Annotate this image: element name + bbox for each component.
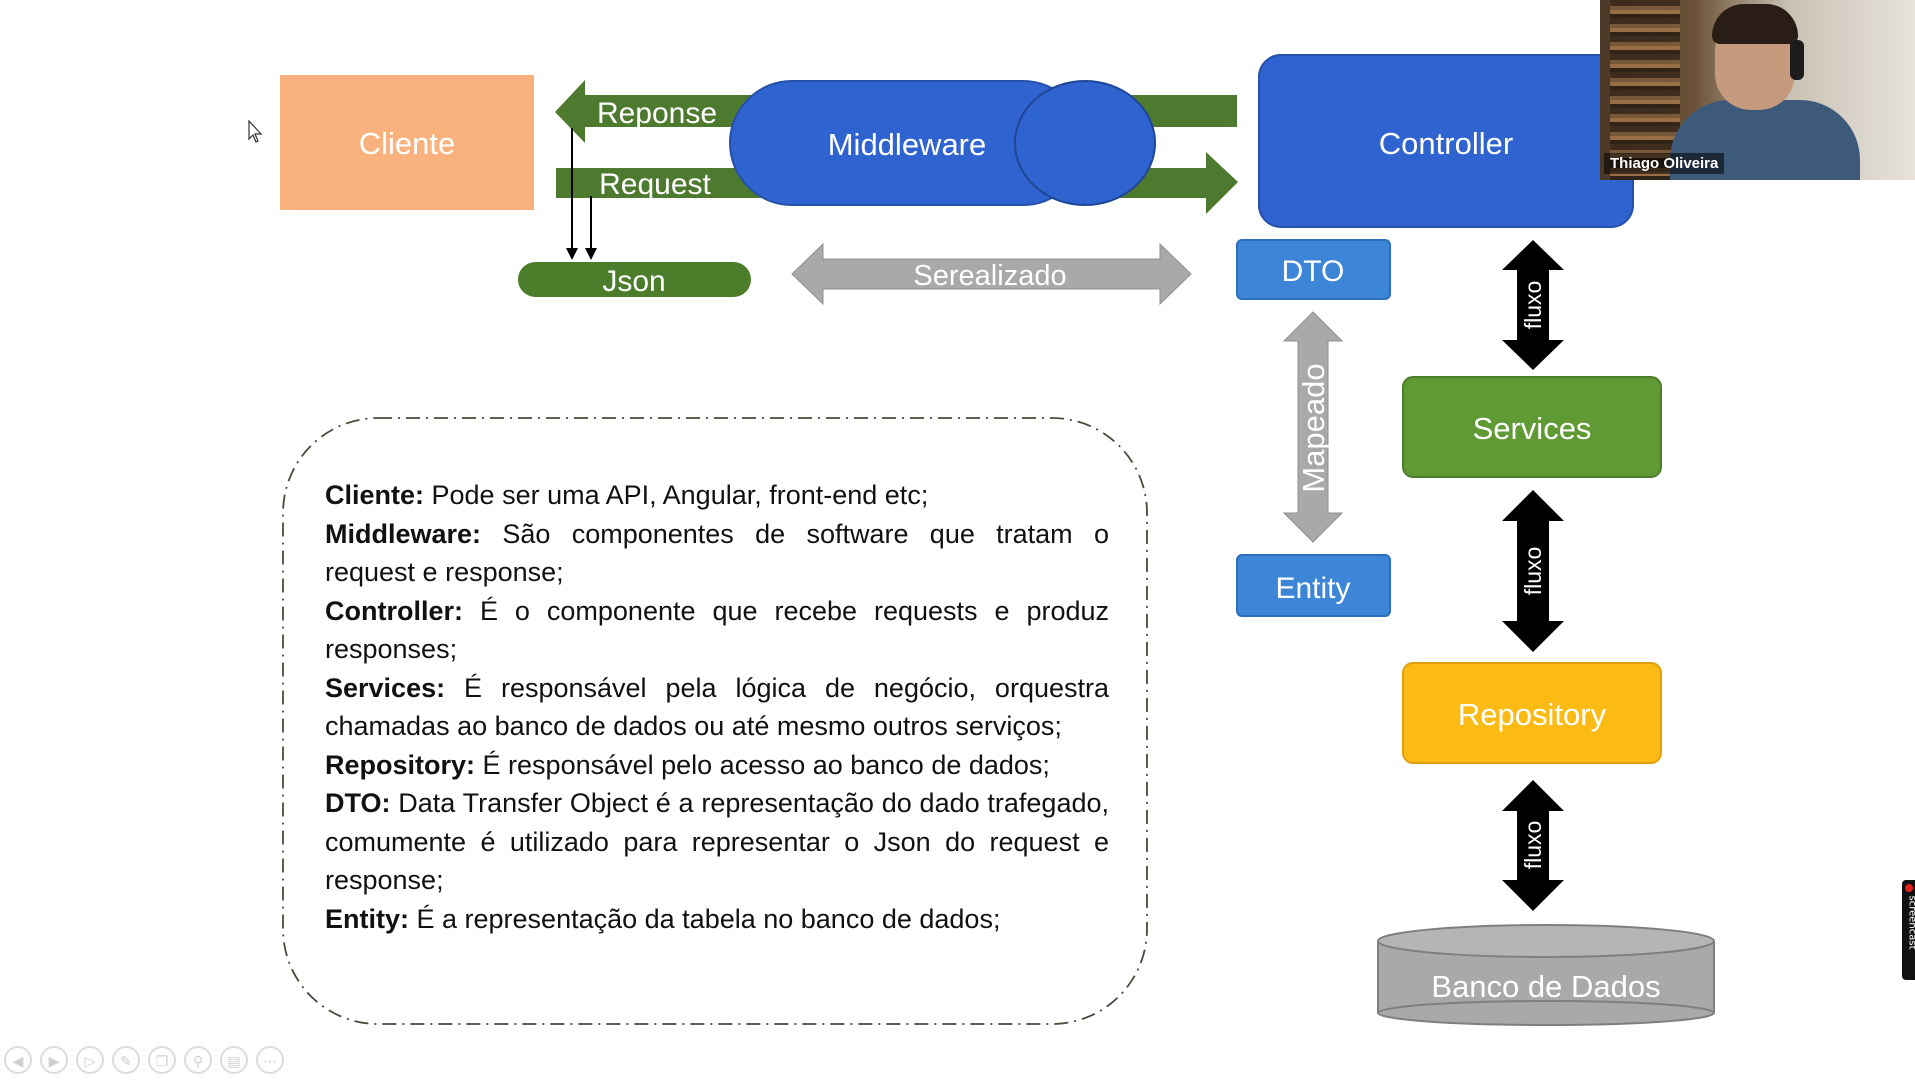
description-border [282,417,1148,1025]
repository-label: Repository [1458,697,1607,732]
dto-label: DTO [1282,255,1345,288]
fluxo-arrow-controller-services: fluxo [1502,240,1564,370]
middleware-node: Middleware [729,80,1156,206]
description-box: Cliente: Pode ser uma API, Angular, fron… [281,416,1149,1026]
desc-controller: Controller: É o componente que recebe re… [325,595,1109,665]
mapeado-label: Mapeado [1296,363,1331,492]
description-text: Cliente: Pode ser uma API, Angular, fron… [325,476,1109,938]
more-icon[interactable]: ⋯ [256,1046,284,1074]
slideshow-toolbar: ◀ ▶ ▷ ✎ ❐ ⚲ ▤ ⋯ [4,1046,284,1076]
fluxo-arrow-services-repository: fluxo [1502,490,1564,652]
desc-entity: Entity: É a representação da tabela no b… [325,903,1001,934]
play-icon[interactable]: ▷ [76,1046,104,1074]
middleware-label: Middleware [828,127,987,162]
record-dot-icon [1905,884,1913,892]
cliente-node: Cliente [280,75,534,210]
controller-node: Controller [1258,54,1634,228]
desc-services: Services: É responsável pela lógica de n… [325,672,1109,742]
services-node: Services [1402,376,1662,478]
repository-node: Repository [1402,662,1662,764]
serealizado-arrow: Serealizado [791,242,1192,306]
services-label: Services [1473,411,1592,446]
mouse-cursor-icon [248,120,263,143]
controller-label: Controller [1379,126,1513,161]
copy-icon[interactable]: ❐ [148,1046,176,1074]
headset-icon [1790,40,1804,80]
json-label: Json [602,265,665,298]
back-icon[interactable]: ◀ [4,1046,32,1074]
dto-node: DTO [1236,239,1391,300]
recorder-label: screencast [1906,895,1915,950]
serealizado-label: Serealizado [913,260,1066,292]
presenter-hair [1712,4,1798,44]
forward-icon[interactable]: ▶ [40,1046,68,1074]
cliente-label: Cliente [359,126,456,161]
mapeado-arrow: Mapeado [1282,311,1344,543]
entity-node: Entity [1236,554,1391,617]
webcam-video: Thiago Oliveira [1600,0,1915,180]
reponse-label: Reponse [597,97,717,130]
entity-label: Entity [1275,572,1350,605]
desc-repository: Repository: É responsável pelo acesso ao… [325,749,1050,780]
fluxo-label-1: fluxo [1520,281,1546,330]
recorder-tab[interactable]: screencast [1902,880,1915,980]
fluxo-arrow-repository-banco: fluxo [1502,780,1564,911]
presenter-name: Thiago Oliveira [1604,153,1725,174]
banco-label: Banco de Dados [1431,969,1660,1004]
desc-middleware: Middleware: São componentes de software … [325,518,1109,588]
json-node: Json [518,262,751,298]
screen-icon[interactable]: ▤ [220,1046,248,1074]
desc-dto: DTO: Data Transfer Object é a representa… [325,788,1109,895]
json-pointer-arrows [566,128,597,260]
request-label: Request [599,168,711,201]
zoom-icon[interactable]: ⚲ [184,1046,212,1074]
pen-icon[interactable]: ✎ [112,1046,140,1074]
banco-de-dados-node: Banco de Dados [1377,924,1715,1026]
desc-cliente: Cliente: Pode ser uma API, Angular, fron… [325,480,929,510]
bookshelf [1610,0,1680,180]
fluxo-label-2: fluxo [1520,547,1546,596]
fluxo-label-3: fluxo [1520,821,1546,870]
